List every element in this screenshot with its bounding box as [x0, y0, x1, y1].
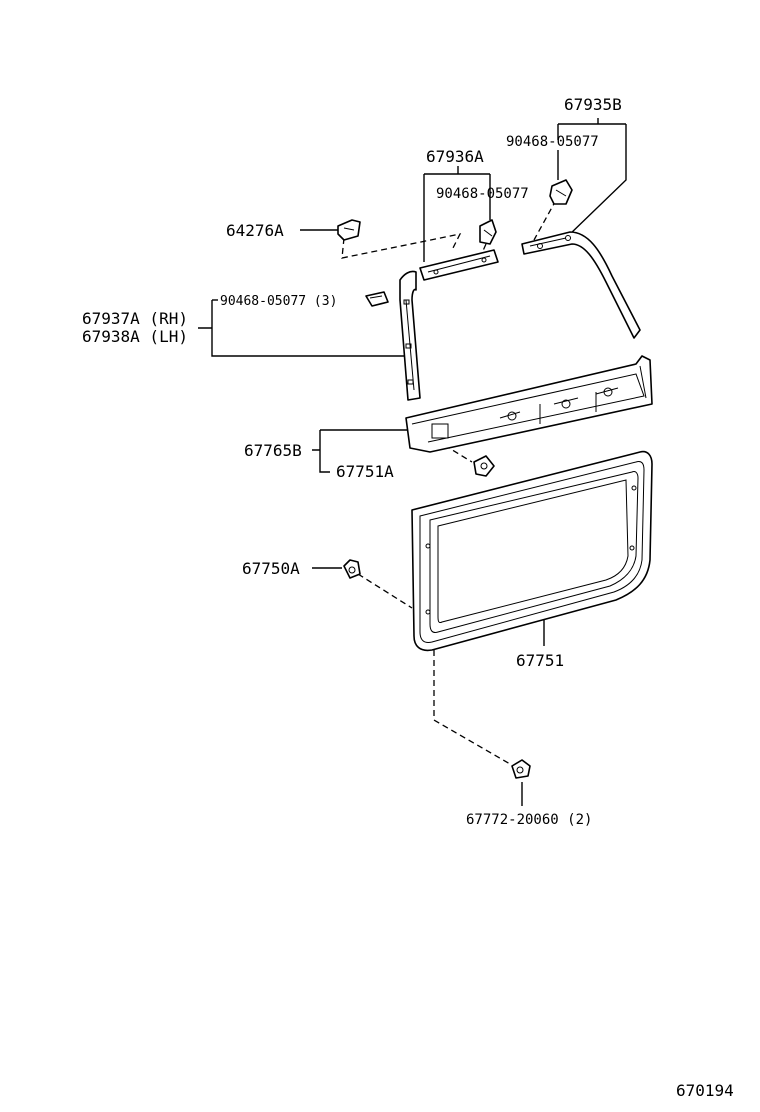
weatherstrip-67751	[411, 450, 653, 652]
dash-90468-mid	[477, 243, 487, 263]
label-64276A: 64276A	[226, 221, 284, 240]
leader-67937A-67938A	[198, 300, 404, 357]
label-67765B: 67765B	[244, 441, 302, 460]
dash-67750A	[357, 573, 413, 609]
label-67750A: 67750A	[242, 559, 300, 578]
leader-67765B	[312, 429, 420, 473]
clip-67750A	[343, 559, 361, 579]
label-90468-mid: 90468-05077	[436, 186, 529, 202]
clip-90468-side	[365, 291, 389, 307]
label-67935B: 67935B	[564, 95, 622, 114]
label-90468-top: 90468-05077	[506, 134, 599, 150]
clip-64276A	[337, 219, 361, 241]
label-67751: 67751	[516, 651, 564, 670]
label-67936A: 67936A	[426, 147, 484, 166]
label-67937A: 67937A (RH)	[82, 309, 188, 328]
trim-67936A	[419, 249, 499, 281]
label-67751A: 67751A	[336, 462, 394, 481]
label-67772: 67772-20060 (2)	[466, 812, 592, 828]
clip-90468-top	[549, 179, 573, 205]
dash-67751A	[435, 439, 473, 463]
leader-67936A	[423, 166, 491, 262]
leader-67935B	[557, 118, 627, 237]
diagram-id: 670194	[676, 1081, 734, 1100]
dash-90468-top	[533, 199, 557, 241]
clip-90468-mid	[479, 219, 497, 245]
clip-67751A	[473, 455, 495, 477]
trim-67765B	[405, 355, 653, 453]
trim-67935B	[521, 231, 641, 339]
dash-67772	[433, 650, 511, 765]
trim-67937A-67938A	[399, 270, 421, 401]
label-67938A: 67938A (LH)	[82, 327, 188, 346]
label-90468-side: 90468-05077 (3)	[220, 294, 337, 309]
dash-64276A	[341, 233, 462, 259]
fastener-67772	[511, 759, 531, 779]
